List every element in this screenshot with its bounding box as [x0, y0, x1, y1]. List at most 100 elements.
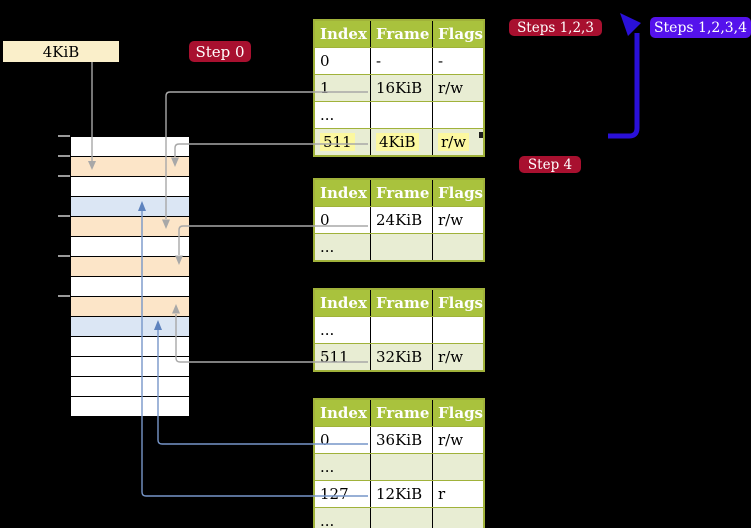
memory-row-peach — [71, 217, 189, 237]
table-cell: 0 — [315, 427, 370, 453]
column-header: Frame — [370, 400, 432, 426]
table-cell — [370, 102, 432, 128]
table-cell: 1 — [315, 75, 370, 101]
table-cell — [432, 234, 483, 260]
cell-text: r/w — [438, 79, 464, 97]
memory-row-blue — [71, 317, 189, 337]
tick-mark — [58, 255, 70, 257]
table-cell: r/w — [432, 75, 483, 101]
memory-row-white — [71, 137, 189, 157]
table-cell: r/w — [432, 344, 483, 370]
step0-badge: Step 0 — [189, 41, 251, 62]
table-row: ... — [315, 316, 483, 343]
table-row: 0 36KiB r/w — [315, 426, 483, 453]
table-row: 0 - - — [315, 47, 483, 74]
cell-text: ... — [320, 321, 335, 339]
table-row: ... — [315, 101, 483, 128]
table-cell: ... — [315, 234, 370, 260]
table-cell: 511 — [315, 129, 370, 155]
table-cell — [432, 454, 483, 480]
table-cell: ... — [315, 508, 370, 528]
memory-row-white — [71, 337, 189, 357]
cell-text: ... — [320, 458, 335, 476]
column-header: Frame — [370, 180, 432, 206]
table-cell — [370, 234, 432, 260]
table-cell: 127 — [315, 481, 370, 507]
table-cell: ... — [315, 102, 370, 128]
table-cell — [370, 317, 432, 343]
cell-text: 4KiB — [376, 133, 419, 151]
cell-text: - — [376, 52, 382, 70]
table-cell: 16KiB — [370, 75, 432, 101]
table-row: ... — [315, 233, 483, 260]
table-cell — [432, 102, 483, 128]
table-cell: 12KiB — [370, 481, 432, 507]
cell-text: ... — [320, 238, 335, 256]
cell-text: ... — [320, 106, 335, 124]
column-header: Index — [315, 180, 370, 206]
cell-text: 511 — [320, 133, 355, 151]
column-header: Frame — [370, 290, 432, 316]
cell-text: 12KiB — [376, 485, 423, 503]
thick-loop-arrowhead-icon — [620, 13, 641, 36]
table-row: ... — [315, 453, 483, 480]
steps123-badge: Steps 1,2,3 — [509, 19, 602, 36]
memory-row-white — [71, 277, 189, 297]
cell-text: r/w — [438, 348, 464, 366]
table-cell: 4KiB — [370, 129, 432, 155]
column-header: Flags — [432, 290, 483, 316]
cell-text: ... — [320, 512, 335, 528]
table-cell: r/w — [432, 207, 483, 233]
tick-mark — [58, 155, 70, 157]
cell-text: 1 — [320, 79, 330, 97]
cell-text: 16KiB — [376, 79, 423, 97]
cell-text: r/w — [438, 133, 470, 151]
table-cell — [370, 508, 432, 528]
column-header: Flags — [432, 400, 483, 426]
memory-row-blue — [71, 197, 189, 217]
column-header: Frame — [370, 21, 432, 47]
table-cell: r/w — [432, 427, 483, 453]
table-cell: 24KiB — [370, 207, 432, 233]
cell-text: 127 — [320, 485, 349, 503]
table-row: 511 4KiB r/w — [315, 128, 483, 155]
table-cell: r — [432, 481, 483, 507]
table-row: 127 12KiB r — [315, 480, 483, 507]
tick-mark — [58, 175, 70, 177]
physical-memory-strip — [70, 136, 190, 416]
cell-text: 0 — [320, 431, 330, 449]
cell-text: r — [438, 485, 446, 503]
table-cell: - — [370, 48, 432, 74]
table-cell — [432, 508, 483, 528]
table-cell: ... — [315, 454, 370, 480]
memory-row-white — [71, 357, 189, 377]
frame-4kib-label: 4KiB — [3, 41, 119, 62]
cell-text: 24KiB — [376, 211, 423, 229]
table-cell: 0 — [315, 207, 370, 233]
tick-mark — [58, 295, 70, 297]
step4-badge: Step 4 — [519, 156, 581, 173]
cell-text: 0 — [320, 52, 330, 70]
cell-text: 0 — [320, 211, 330, 229]
memory-row-white — [71, 177, 189, 197]
tick-mark — [58, 215, 70, 217]
cell-text: 36KiB — [376, 431, 423, 449]
cell-text: r/w — [438, 431, 464, 449]
table-cell: 32KiB — [370, 344, 432, 370]
memory-row-peach — [71, 257, 189, 277]
thick-loop-arrow — [608, 33, 640, 139]
table-cell — [432, 317, 483, 343]
table-cell: 36KiB — [370, 427, 432, 453]
table-cell: ... — [315, 317, 370, 343]
table-cell: - — [432, 48, 483, 74]
column-header: Flags — [432, 180, 483, 206]
table-cell — [370, 454, 432, 480]
column-header: Index — [315, 400, 370, 426]
column-header: Flags — [432, 21, 483, 47]
